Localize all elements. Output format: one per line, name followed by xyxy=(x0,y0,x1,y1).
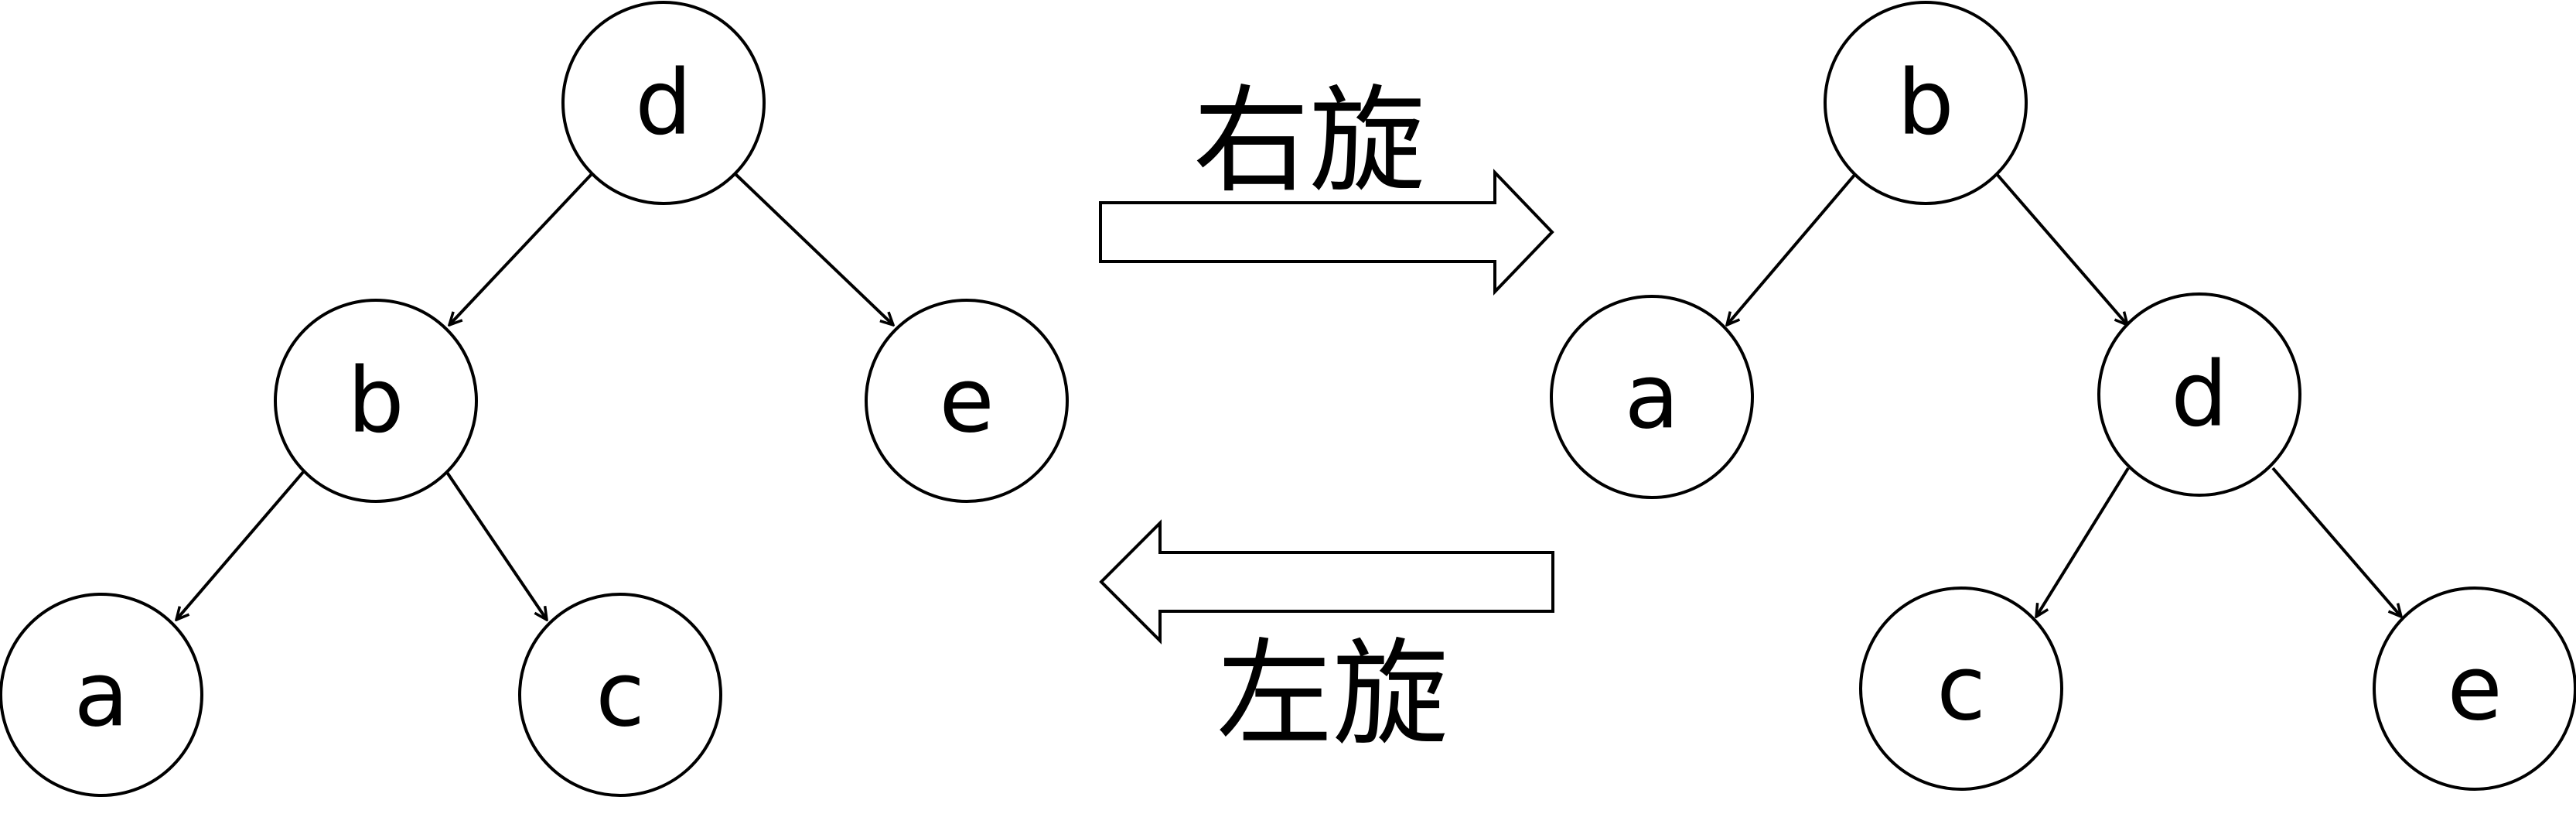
right-tree: b a d c e xyxy=(1550,1,2576,791)
left-edge-d-b xyxy=(449,173,593,325)
right-node-d-label: d xyxy=(2171,343,2228,447)
right-node-b-label: b xyxy=(1897,51,1954,156)
left-node-a: a xyxy=(0,593,203,797)
left-edge-d-e xyxy=(734,173,893,325)
right-node-d: d xyxy=(2097,292,2301,497)
right-edge-d-c xyxy=(2036,467,2130,617)
left-node-b-label: b xyxy=(347,349,404,453)
right-node-c-label: c xyxy=(1936,637,1986,741)
left-node-e: e xyxy=(865,299,1069,503)
left-rotate-arrow xyxy=(1099,519,1554,645)
left-rotate-operation: 左旋 xyxy=(1099,519,1554,762)
right-rotate-operation: 右旋 xyxy=(1099,74,1554,296)
right-node-a: a xyxy=(1550,295,1754,499)
right-node-e: e xyxy=(2373,586,2576,791)
right-edge-b-d xyxy=(1995,173,2127,325)
left-node-c: c xyxy=(518,593,722,797)
left-node-e-label: e xyxy=(939,349,994,453)
right-node-b: b xyxy=(1824,1,2028,205)
left-edge-b-a xyxy=(176,470,305,620)
left-node-c-label: c xyxy=(595,643,645,747)
left-node-b: b xyxy=(274,299,478,503)
right-rotate-arrow xyxy=(1099,169,1554,296)
left-node-d-label: d xyxy=(635,51,692,156)
left-node-a-label: a xyxy=(73,643,128,747)
left-node-d: d xyxy=(561,1,766,205)
right-node-a-label: a xyxy=(1624,345,1679,450)
right-node-e-label: e xyxy=(2447,637,2502,741)
left-rotate-label: 左旋 xyxy=(1216,628,1448,762)
right-node-c: c xyxy=(1859,586,2063,791)
left-edge-b-c xyxy=(445,470,547,620)
left-tree: d b e a c xyxy=(0,1,1069,797)
right-rotate-label: 右旋 xyxy=(1193,74,1425,209)
right-edge-b-a xyxy=(1727,173,1857,325)
right-edge-d-e xyxy=(2271,467,2401,617)
